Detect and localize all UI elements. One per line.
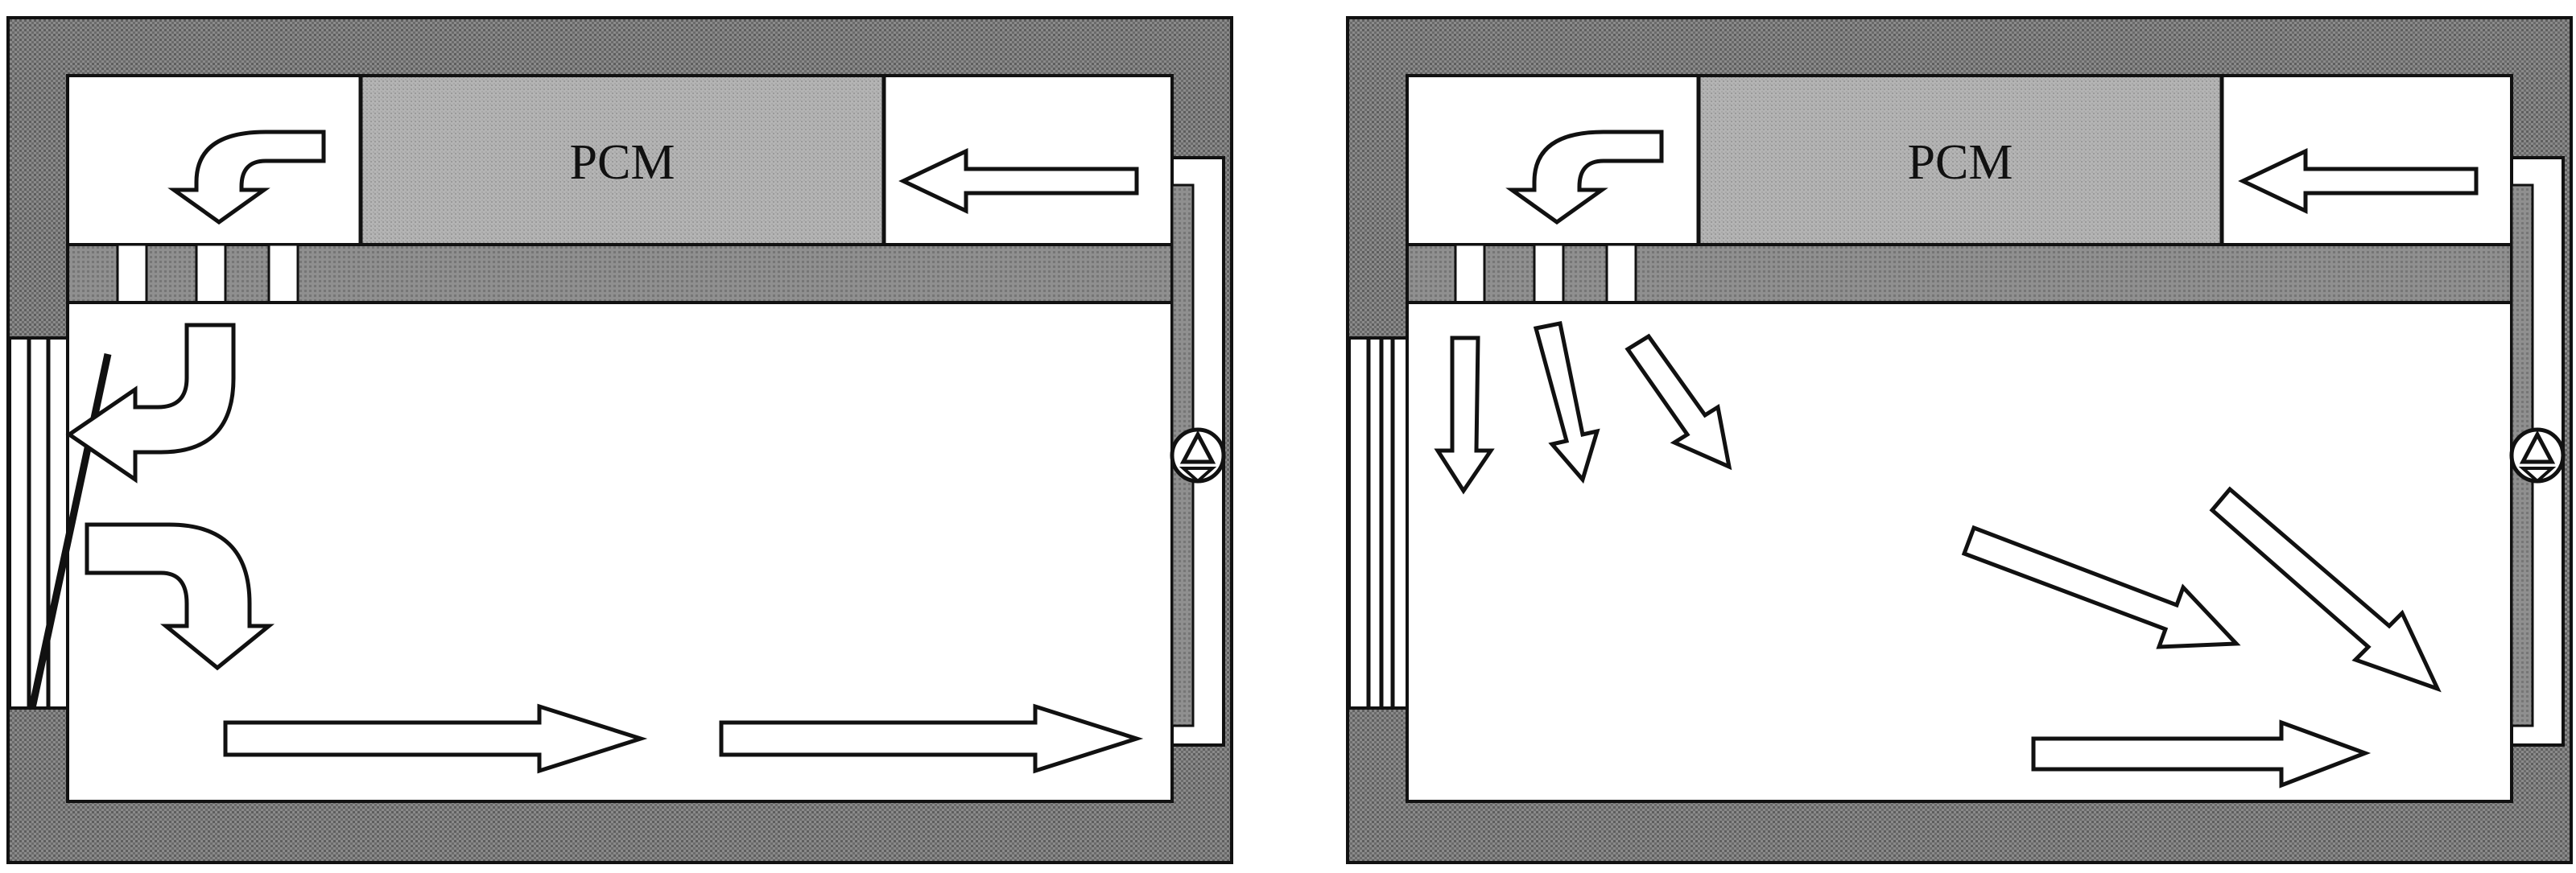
diffuser-slot [195,243,227,304]
diffuser-slot [1533,243,1565,304]
diffuser-slot [267,243,299,304]
arrow-floor-2 [719,703,1144,774]
window [8,336,69,710]
arrow-room-diag-2 [2209,486,2442,693]
window [1348,336,1409,710]
arrow-floor-1 [223,703,648,774]
pcm-label: PCM [1908,135,2013,190]
diagram-right: PCM [1346,16,2573,864]
arrow-plenum-turn [1505,130,1664,225]
pcm-block [359,74,886,246]
room-space [66,301,1174,803]
arrow-supply-down-1 [1434,336,1495,495]
arrow-room-diag-1 [1961,525,2241,649]
diffuser-slot [1454,243,1486,304]
arrow-supply-down-3 [1624,333,1732,471]
room-space [1406,301,2513,803]
arrow-floor-1 [2031,719,2372,789]
arrow-supply-window [65,323,236,484]
pcm-label: PCM [570,135,675,190]
diffuser-slot [1605,243,1637,304]
diffuser-slot [116,243,148,304]
pcm-block [1697,74,2223,246]
arrow-return-air [898,148,1139,214]
arrow-supply-down-2 [1533,321,1600,484]
arrow-window-down [85,522,275,671]
diffuser-slab [66,243,1174,304]
window-sash [28,353,112,709]
diagram-left: PCM [6,16,1233,864]
arrow-return-air [2238,148,2479,214]
arrow-plenum-turn [167,130,326,225]
diffuser-slab [1406,243,2513,304]
